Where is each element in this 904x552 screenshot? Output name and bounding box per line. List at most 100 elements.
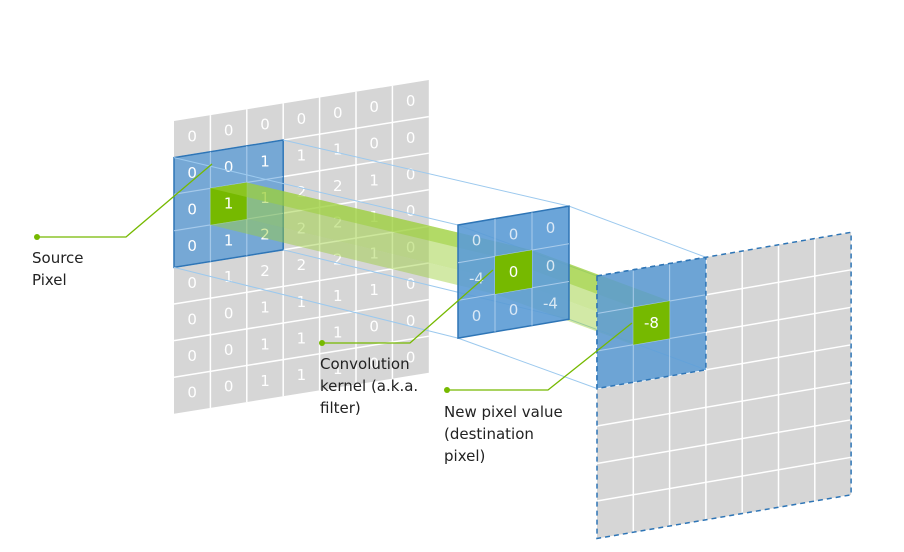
source-grid-line (173, 262, 429, 305)
kernel-cell-value: 0 (472, 232, 482, 250)
source-grid: 0000000001110001221001222100122210001111… (173, 80, 429, 414)
kernel-cell-value: 0 (546, 257, 556, 275)
destination-grid-line (596, 419, 852, 465)
convolution-kernel-label: Convolution kernel (a.k.a. filter) (320, 353, 418, 419)
source-cell-value: 1 (333, 141, 343, 159)
projection-line (568, 205, 707, 258)
source-cell-value: 1 (333, 287, 343, 305)
projection-line (283, 139, 570, 207)
source-cell-value: 0 (187, 310, 197, 328)
source-cell-value: 0 (333, 104, 343, 122)
source-pixel-label: Source Pixel (32, 247, 84, 291)
destination-grid-line (596, 456, 852, 502)
kernel-plane: 0 0 0 -4 0 0 0 -4 0 (457, 205, 570, 339)
destination-window: -8 (596, 256, 707, 390)
source-cell-value: 2 (297, 256, 307, 274)
destination-pixel-cell (633, 301, 670, 345)
source-cell-value: 0 (369, 318, 379, 336)
source-cell-value: 0 (406, 129, 416, 147)
destination-pixel-leader (447, 322, 633, 391)
source-cell-value: 1 (297, 146, 307, 164)
source-cell-value: 2 (297, 183, 307, 201)
kernel-leader-dot (319, 340, 325, 346)
source-cell-value: 1 (333, 324, 343, 342)
source-cell-value: 0 (406, 312, 416, 330)
projection-line (457, 337, 598, 389)
source-cell-value: 0 (406, 348, 416, 366)
kernel-leader (322, 269, 494, 344)
source-cell-value: 0 (224, 158, 234, 176)
source-cell-value: 2 (260, 262, 270, 280)
source-cell-value: 0 (187, 127, 197, 145)
source-cell-value: 0 (297, 110, 307, 128)
destination-grid-outline (596, 231, 852, 540)
new-pixel-value-label-line-1: New pixel value (444, 403, 563, 421)
source-cell-value: 0 (369, 354, 379, 372)
convolution-kernel-label-line-1: Convolution (320, 355, 410, 373)
source-cell-value: 0 (406, 92, 416, 110)
kernel-cell-value: -4 (469, 269, 484, 287)
source-cell-value: 1 (260, 152, 270, 170)
destination-grid-line (596, 381, 852, 427)
source-cell-value: 1 (224, 231, 234, 249)
kernel-cell-value: 0 (546, 219, 556, 237)
source-cell-value: 0 (187, 164, 197, 182)
new-pixel-value-label-line-3: pixel) (444, 447, 486, 465)
source-cell-value: 0 (187, 384, 197, 402)
source-cell-value: 2 (260, 225, 270, 243)
new-pixel-value-label: New pixel value (destination pixel) (444, 401, 563, 467)
source-grid-line (173, 298, 429, 342)
source-pixel-value: 1 (224, 195, 234, 213)
source-pixel-leader (37, 163, 213, 238)
source-cell-value: 0 (224, 378, 234, 396)
source-cell-value: 1 (260, 299, 270, 317)
destination-window-line (596, 294, 706, 314)
source-cell-value: 0 (224, 341, 234, 359)
source-cell-value: 0 (224, 305, 234, 323)
source-cell-value: 0 (187, 274, 197, 292)
source-cell-value: 0 (406, 275, 416, 293)
source-cell-value: 1 (260, 335, 270, 353)
kernel-cell-value: 0 (472, 307, 482, 325)
source-pixel-label-line-2: Pixel (32, 271, 67, 289)
source-cell-value: 0 (369, 98, 379, 116)
convolution-kernel-label-line-2: kernel (a.k.a. (320, 377, 419, 395)
source-cell-value: 1 (369, 281, 379, 299)
leader-lines (34, 163, 633, 393)
destination-pixel-value: -8 (644, 314, 659, 332)
source-cell-value: 0 (187, 201, 197, 219)
source-pixel-label-line-1: Source (32, 249, 84, 267)
source-cell-value: 0 (260, 116, 270, 134)
source-cell-value: 1 (297, 293, 307, 311)
kernel-cell-value: 0 (509, 301, 519, 319)
kernel-center-value: 0 (509, 263, 519, 281)
source-cell-value: 0 (406, 165, 416, 183)
source-cell-value: 0 (187, 237, 197, 255)
source-cell-value: 1 (333, 360, 343, 378)
convolution-kernel-label-line-3: filter) (320, 399, 361, 417)
new-pixel-value-label-line-2: (destination (444, 425, 534, 443)
source-cell-value: 2 (333, 250, 343, 268)
beam-face-bottom (210, 219, 532, 295)
source-cell-value: 1 (260, 372, 270, 390)
kernel-cell-value: 0 (509, 225, 519, 243)
kernel-center-cell (495, 250, 532, 295)
source-cell-value: 0 (224, 122, 234, 140)
projection-line (173, 157, 459, 226)
source-cell-value: 0 (406, 202, 416, 220)
kernel-grid-line (457, 281, 570, 301)
destination-pixel-leader-dot (444, 387, 450, 393)
source-cell-value: 0 (187, 347, 197, 365)
source-cell-value: 1 (369, 171, 379, 189)
source-pixel-leader-dot (34, 234, 40, 240)
source-cell-value: 1 (369, 244, 379, 262)
source-cell-value: 0 (369, 135, 379, 153)
source-cell-value: 2 (333, 177, 343, 195)
source-cell-value: 1 (224, 268, 234, 286)
source-cell-value: 1 (297, 329, 307, 347)
kernel-cell-value: -4 (543, 295, 558, 313)
source-cell-value: 1 (297, 366, 307, 384)
projection-line (173, 266, 459, 339)
